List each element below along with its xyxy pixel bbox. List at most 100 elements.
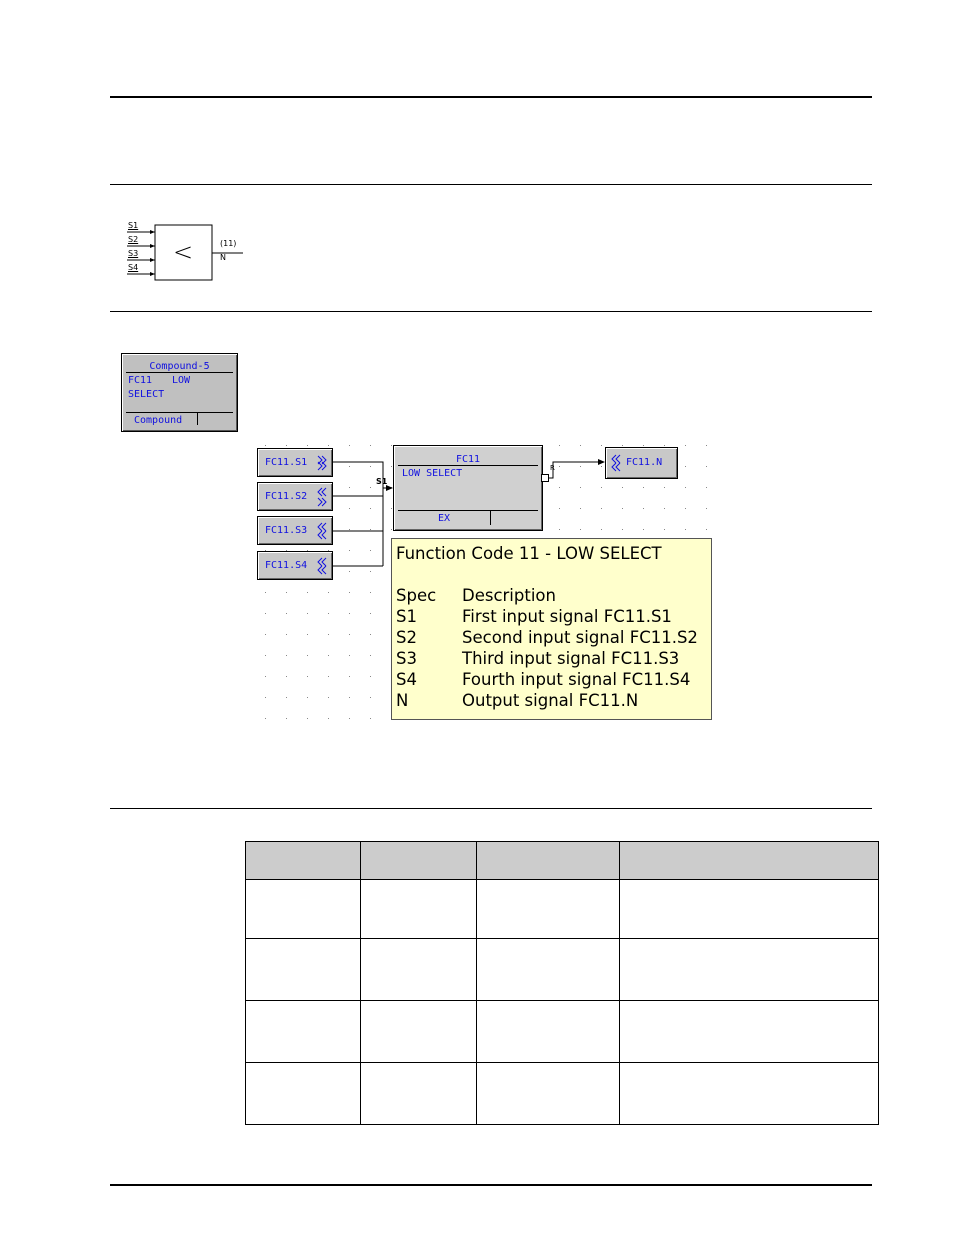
tooltip-row-desc: Output signal FC11.N xyxy=(462,691,639,710)
grid-dot xyxy=(685,508,686,509)
tooltip-row-spec: S2 xyxy=(396,628,417,647)
grid-dot xyxy=(559,445,560,446)
grid-dot xyxy=(265,592,266,593)
fc11-block-footer-rule xyxy=(398,510,538,511)
input-tag-s3[interactable]: FC11.S3 xyxy=(257,516,333,545)
table-row xyxy=(245,938,879,1001)
grid-dot xyxy=(286,676,287,677)
grid-dot xyxy=(328,445,329,446)
grid-dot xyxy=(706,508,707,509)
grid-dot xyxy=(622,508,623,509)
section-rule-1 xyxy=(110,184,872,185)
fc11-output-port[interactable] xyxy=(541,474,549,482)
input-tag-s1[interactable]: FC11.S1 xyxy=(257,448,333,477)
fc11-block-footer: EX xyxy=(438,513,451,524)
grid-dot xyxy=(622,529,623,530)
table-cell xyxy=(245,1062,361,1125)
chevrons-icon xyxy=(317,522,327,540)
output-tag-n[interactable]: FC11.N xyxy=(605,447,678,479)
table-cell xyxy=(619,1062,879,1125)
symbol-input-s1: S1 xyxy=(128,221,139,230)
compound-icon[interactable]: Compound-5 FC11 LOW SELECT Compound xyxy=(121,353,238,432)
grid-dot xyxy=(370,445,371,446)
grid-dot xyxy=(307,445,308,446)
grid-dot xyxy=(643,445,644,446)
input-tag-s4[interactable]: FC11.S4 xyxy=(257,551,333,580)
grid-dot xyxy=(664,445,665,446)
grid-dot xyxy=(307,613,308,614)
fc11-block-footer-divider xyxy=(490,511,491,525)
table-cell xyxy=(245,1000,361,1063)
chevrons-icon xyxy=(317,455,327,471)
grid-dot xyxy=(622,445,623,446)
table-header-cell xyxy=(475,841,621,880)
compound-title: Compound-5 xyxy=(149,361,210,372)
grid-dot xyxy=(286,634,287,635)
grid-dot xyxy=(328,613,329,614)
grid-dot xyxy=(265,634,266,635)
wire-output xyxy=(548,461,600,479)
table-cell xyxy=(619,938,879,1001)
table-cell xyxy=(359,1000,477,1063)
grid-dot xyxy=(307,676,308,677)
compound-footer-divider xyxy=(197,413,198,425)
grid-dot xyxy=(349,613,350,614)
table-cell xyxy=(475,1000,621,1063)
grid-dot xyxy=(349,508,350,509)
grid-dot xyxy=(328,634,329,635)
section-rule-3 xyxy=(110,808,872,809)
grid-dot xyxy=(391,508,392,509)
grid-dot xyxy=(643,508,644,509)
grid-dot xyxy=(370,550,371,551)
grid-dot xyxy=(349,634,350,635)
table-cell xyxy=(359,938,477,1001)
input-tag-s2[interactable]: FC11.S2 xyxy=(257,482,333,511)
table-cell xyxy=(359,879,477,939)
grid-dot xyxy=(559,466,560,467)
tooltip-row-spec: S4 xyxy=(396,670,417,689)
grid-dot xyxy=(307,697,308,698)
table-header-cell xyxy=(245,841,361,880)
table-cell xyxy=(619,1000,879,1063)
grid-dot xyxy=(265,655,266,656)
grid-dot xyxy=(265,676,266,677)
wire-s1-arrow xyxy=(386,485,393,491)
grid-dot xyxy=(286,613,287,614)
grid-dot xyxy=(370,697,371,698)
table-header-cell xyxy=(359,841,477,880)
grid-dot xyxy=(307,592,308,593)
table-row xyxy=(245,879,879,939)
input-tag-s2-label: FC11.S2 xyxy=(265,491,308,502)
tooltip-row-spec: N xyxy=(396,691,409,710)
fc11-block[interactable]: FC11 LOW SELECT EX xyxy=(393,445,543,531)
grid-dot xyxy=(664,529,665,530)
grid-dot xyxy=(685,445,686,446)
grid-dot xyxy=(559,508,560,509)
grid-dot xyxy=(370,529,371,530)
grid-dot xyxy=(349,718,350,719)
grid-dot xyxy=(349,571,350,572)
grid-dot xyxy=(664,487,665,488)
grid-dot xyxy=(328,718,329,719)
grid-dot xyxy=(580,529,581,530)
function-code-tooltip: Function Code 11 - LOW SELECT Spec Descr… xyxy=(391,538,712,720)
grid-dot xyxy=(328,655,329,656)
grid-dot xyxy=(349,592,350,593)
tooltip-row-desc: Fourth input signal FC11.S4 xyxy=(462,670,691,689)
symbol-input-s3: S3 xyxy=(128,249,139,258)
grid-dot xyxy=(559,487,560,488)
grid-dot xyxy=(370,718,371,719)
grid-dot xyxy=(601,445,602,446)
grid-dot xyxy=(601,487,602,488)
table-cell xyxy=(245,938,361,1001)
grid-dot xyxy=(370,571,371,572)
table-cell xyxy=(475,879,621,939)
grid-dot xyxy=(685,529,686,530)
table-cell xyxy=(475,938,621,1001)
grid-dot xyxy=(328,697,329,698)
table-row xyxy=(245,1000,879,1063)
tooltip-title: Function Code 11 - LOW SELECT xyxy=(396,544,662,563)
section-rule-2 xyxy=(110,311,872,312)
grid-dot xyxy=(328,676,329,677)
input-tag-s3-label: FC11.S3 xyxy=(265,525,308,536)
